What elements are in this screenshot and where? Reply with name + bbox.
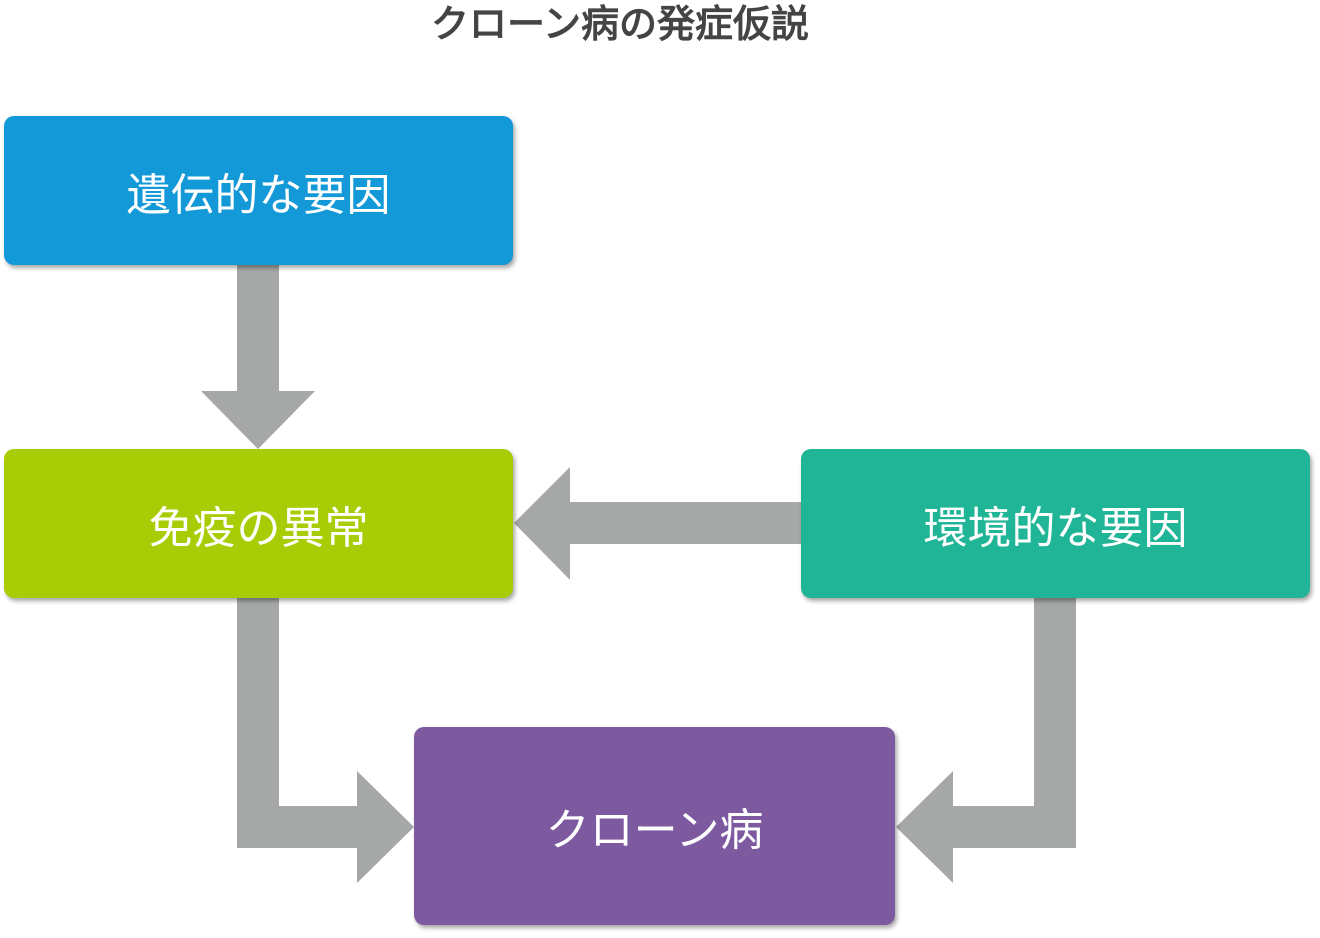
node-environmental-factors: 環境的な要因: [801, 449, 1310, 598]
node-label: 免疫の異常: [148, 502, 369, 554]
node-crohns-disease: クローン病: [414, 727, 895, 925]
diagram-title: クローン病の発症仮説: [430, 2, 810, 46]
arrow-genetic-to-immune: [201, 265, 315, 449]
arrow-environment-to-immune: [514, 467, 801, 580]
node-label: 遺伝的な要因: [126, 169, 391, 221]
node-immune-abnormality: 免疫の異常: [4, 449, 513, 598]
node-genetic-factors: 遺伝的な要因: [4, 116, 513, 265]
node-label: 環境的な要因: [923, 502, 1188, 554]
node-label: クローン病: [545, 805, 764, 856]
arrow-environment-to-crohn: [896, 598, 1076, 883]
arrow-immune-to-crohn: [237, 598, 414, 883]
